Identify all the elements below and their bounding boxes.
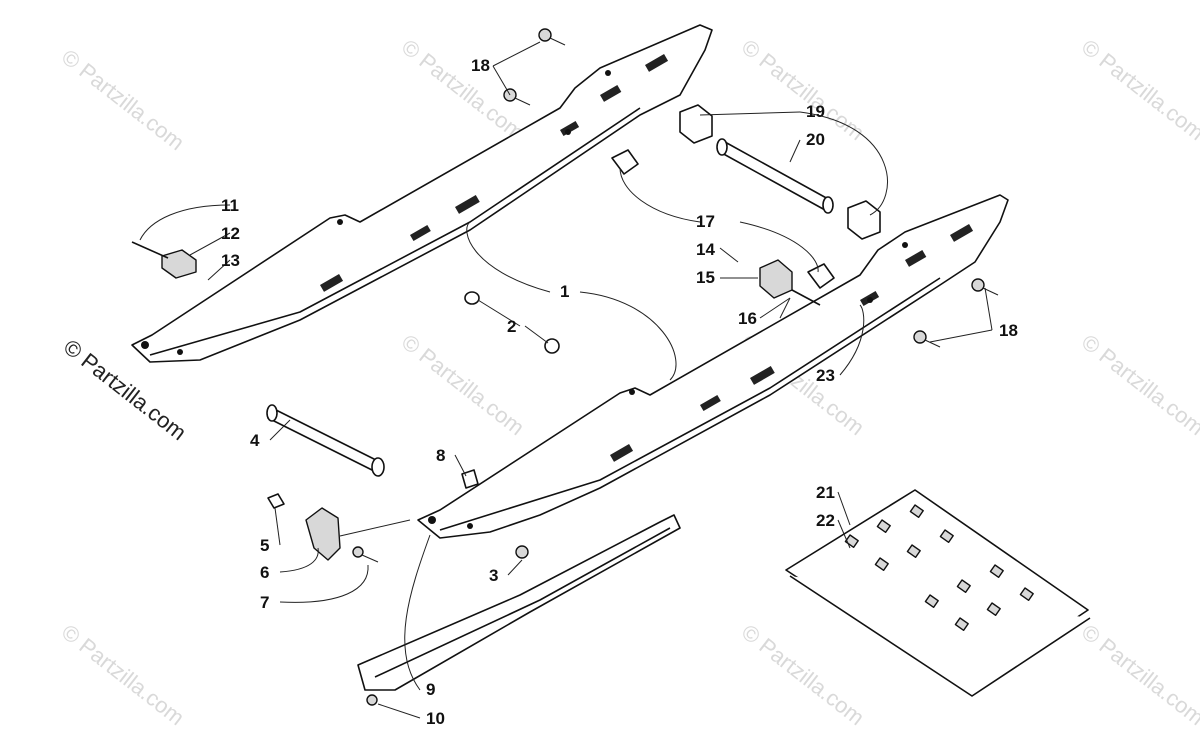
callout-4: 4: [250, 431, 260, 450]
callout-2: 2: [507, 317, 516, 336]
bolt-part-18: [503, 28, 999, 348]
callout-1: 1: [560, 282, 569, 301]
rail-right: [417, 194, 1009, 539]
callout-21: 21: [816, 483, 835, 502]
callout-labels: 18 19 20 11 12 13 17 14 15 1 16 18 2 23 …: [221, 56, 1018, 728]
axle-part-4: [266, 404, 385, 477]
callout-18b: 18: [999, 321, 1018, 340]
wear-bar-part-9: [357, 514, 681, 691]
shaft-part-20: [716, 138, 834, 214]
block-part-15: [759, 259, 793, 299]
callout-12: 12: [221, 224, 240, 243]
watermark-text: © Partzilla.com: [397, 329, 529, 440]
callout-14: 14: [696, 240, 715, 259]
watermark-text: © Partzilla.com: [737, 619, 869, 730]
watermark-text: © Partzilla.com: [1077, 619, 1200, 730]
callout-8: 8: [436, 446, 445, 465]
block-part-12: [161, 249, 197, 279]
watermark-text: © Partzilla.com: [57, 619, 189, 730]
bolt-part-3: [515, 545, 529, 559]
callout-9: 9: [426, 680, 435, 699]
callout-23: 23: [816, 366, 835, 385]
rail-left: [131, 24, 713, 363]
wheel-part-6: [267, 493, 341, 561]
watermark-text: © Partzilla.com: [737, 34, 869, 145]
callout-16: 16: [738, 309, 757, 328]
callout-20: 20: [806, 130, 825, 149]
callout-19: 19: [806, 102, 825, 121]
washer-part-2: [464, 291, 560, 354]
watermark-text: © Partzilla.com: [1077, 329, 1200, 440]
watermark-text: © Partzilla.com: [57, 44, 189, 155]
pin-part-16: [791, 289, 821, 306]
callout-13: 13: [221, 251, 240, 270]
nut-part-8: [461, 469, 479, 489]
callout-6: 6: [260, 563, 269, 582]
leader-lines: [139, 41, 993, 719]
track-part-21: [785, 489, 1091, 697]
callout-18: 18: [471, 56, 490, 75]
callout-3: 3: [489, 566, 498, 585]
bushing-part-17: [611, 149, 835, 289]
callout-10: 10: [426, 709, 445, 728]
track-cleats: [844, 504, 1034, 631]
callout-22: 22: [816, 511, 835, 530]
bolt-part-7: [352, 546, 379, 563]
callout-5: 5: [260, 536, 269, 555]
bolt-part-10: [366, 694, 378, 706]
callout-7: 7: [260, 593, 269, 612]
callout-17: 17: [696, 212, 715, 231]
callout-11: 11: [221, 196, 239, 215]
pin-part-11: [131, 241, 169, 259]
watermark-text: © Partzilla.com: [1077, 34, 1200, 145]
callout-15: 15: [696, 268, 715, 287]
